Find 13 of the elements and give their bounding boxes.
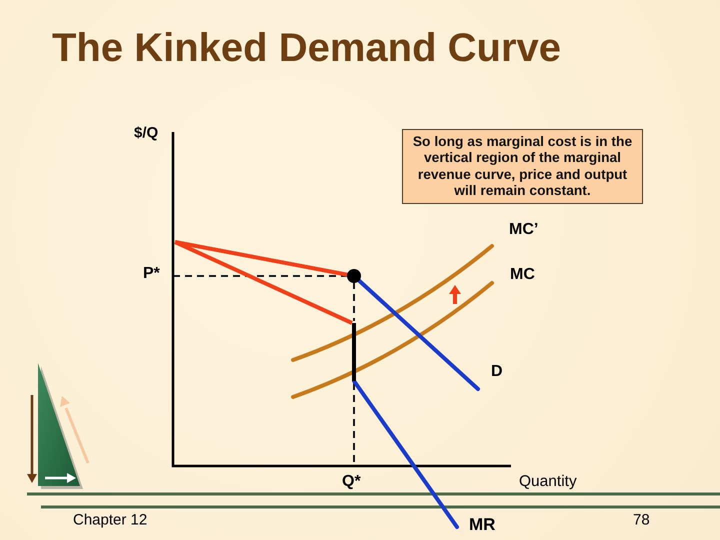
axis-label: Quantity bbox=[519, 473, 577, 491]
axis-label: $/Q bbox=[134, 124, 158, 142]
callout-box bbox=[402, 129, 643, 204]
curve-label: D bbox=[491, 362, 503, 382]
curve-label: MR bbox=[469, 515, 496, 535]
curve-label: MC’ bbox=[509, 220, 538, 240]
chapter-label: Chapter 12 bbox=[73, 511, 148, 529]
page-number: 78 bbox=[633, 511, 650, 529]
callout-text: So long as marginal cost is in the vertical region of the marginal revenue curve, price and output will remain constant. bbox=[412, 134, 634, 200]
slide-title: The Kinked Demand Curve bbox=[52, 25, 562, 72]
price-label: P* bbox=[143, 264, 160, 284]
quantity-label: Q* bbox=[342, 472, 361, 492]
curve-label: MC bbox=[510, 266, 535, 284]
